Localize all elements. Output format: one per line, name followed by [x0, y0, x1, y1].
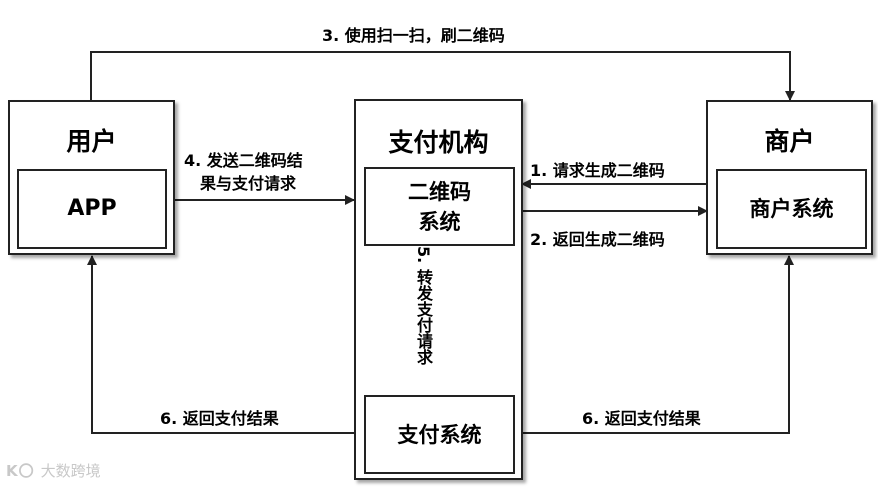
- watermark: K〇大数跨境: [6, 460, 101, 481]
- qr-system-line1: 二维码: [408, 179, 471, 204]
- user-title: 用户: [66, 127, 117, 156]
- merchant-node: 商户 商户系统: [706, 100, 873, 255]
- payment-org-node: 支付机构 二维码 系统 支付系统: [354, 99, 523, 480]
- user-node: 用户 APP: [8, 100, 175, 255]
- qr-system-box: 二维码 系统: [364, 167, 515, 246]
- label-step2: 2. 返回生成二维码: [530, 230, 665, 249]
- arrow-step6-left: [87, 255, 354, 434]
- label-step6-left: 6. 返回支付结果: [160, 409, 279, 428]
- label-step4-line2: 果与支付请求: [200, 174, 297, 193]
- merchant-title: 商户: [764, 127, 815, 156]
- label-step5: 5. 转发支付请求: [414, 246, 433, 365]
- label-step6-right: 6. 返回支付结果: [582, 409, 701, 428]
- payment-org-title: 支付机构: [388, 128, 489, 157]
- label-step4-line1: 4. 发送二维码结: [184, 151, 303, 170]
- app-box: APP: [17, 169, 167, 249]
- watermark-text: 大数跨境: [40, 462, 101, 480]
- pay-system-box: 支付系统: [364, 395, 515, 474]
- label-step3: 3. 使用扫一扫，刷二维码: [322, 26, 505, 45]
- arrow-step3: [90, 51, 795, 101]
- qr-system-line2: 系统: [418, 209, 461, 234]
- arrow-step6-right: [522, 255, 794, 434]
- label-step1: 1. 请求生成二维码: [530, 161, 665, 180]
- merchant-system-box: 商户系统: [716, 169, 867, 249]
- watermark-logo-icon: K〇: [6, 462, 35, 480]
